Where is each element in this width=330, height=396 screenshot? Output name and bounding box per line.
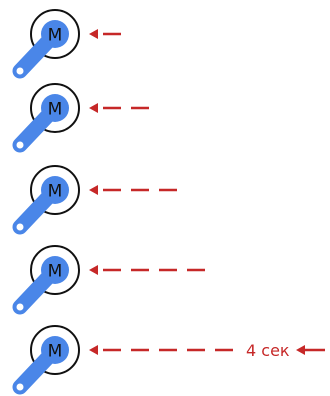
motor-row: M 4 сек [12,325,325,395]
motor-label: M [48,100,63,120]
arrowhead [89,265,98,275]
timer-arrowhead [296,345,305,355]
arm-pivot-hole [16,67,24,75]
arrowhead [89,103,98,113]
motor-hub [41,176,69,204]
arm-pivot-hole [16,141,24,149]
motor-row: M [12,9,121,79]
motor-label: M [48,26,63,46]
motor-label: M [48,342,63,362]
motor-label: M [48,262,63,282]
motor-row: M [12,165,177,235]
motor-label: M [48,182,63,202]
arrowhead [89,29,98,39]
timer-label: 4 сек [246,341,290,360]
arm-pivot-hole [16,383,24,391]
arm-pivot-hole [16,223,24,231]
motor-hub [41,20,69,48]
motor-row: M [12,83,149,153]
motor-hub [41,94,69,122]
arrowhead [89,345,98,355]
motor-hub [41,256,69,284]
arm-pivot-hole [16,303,24,311]
motor-hub [41,336,69,364]
motor-row: M [12,245,205,315]
arrowhead [89,185,98,195]
